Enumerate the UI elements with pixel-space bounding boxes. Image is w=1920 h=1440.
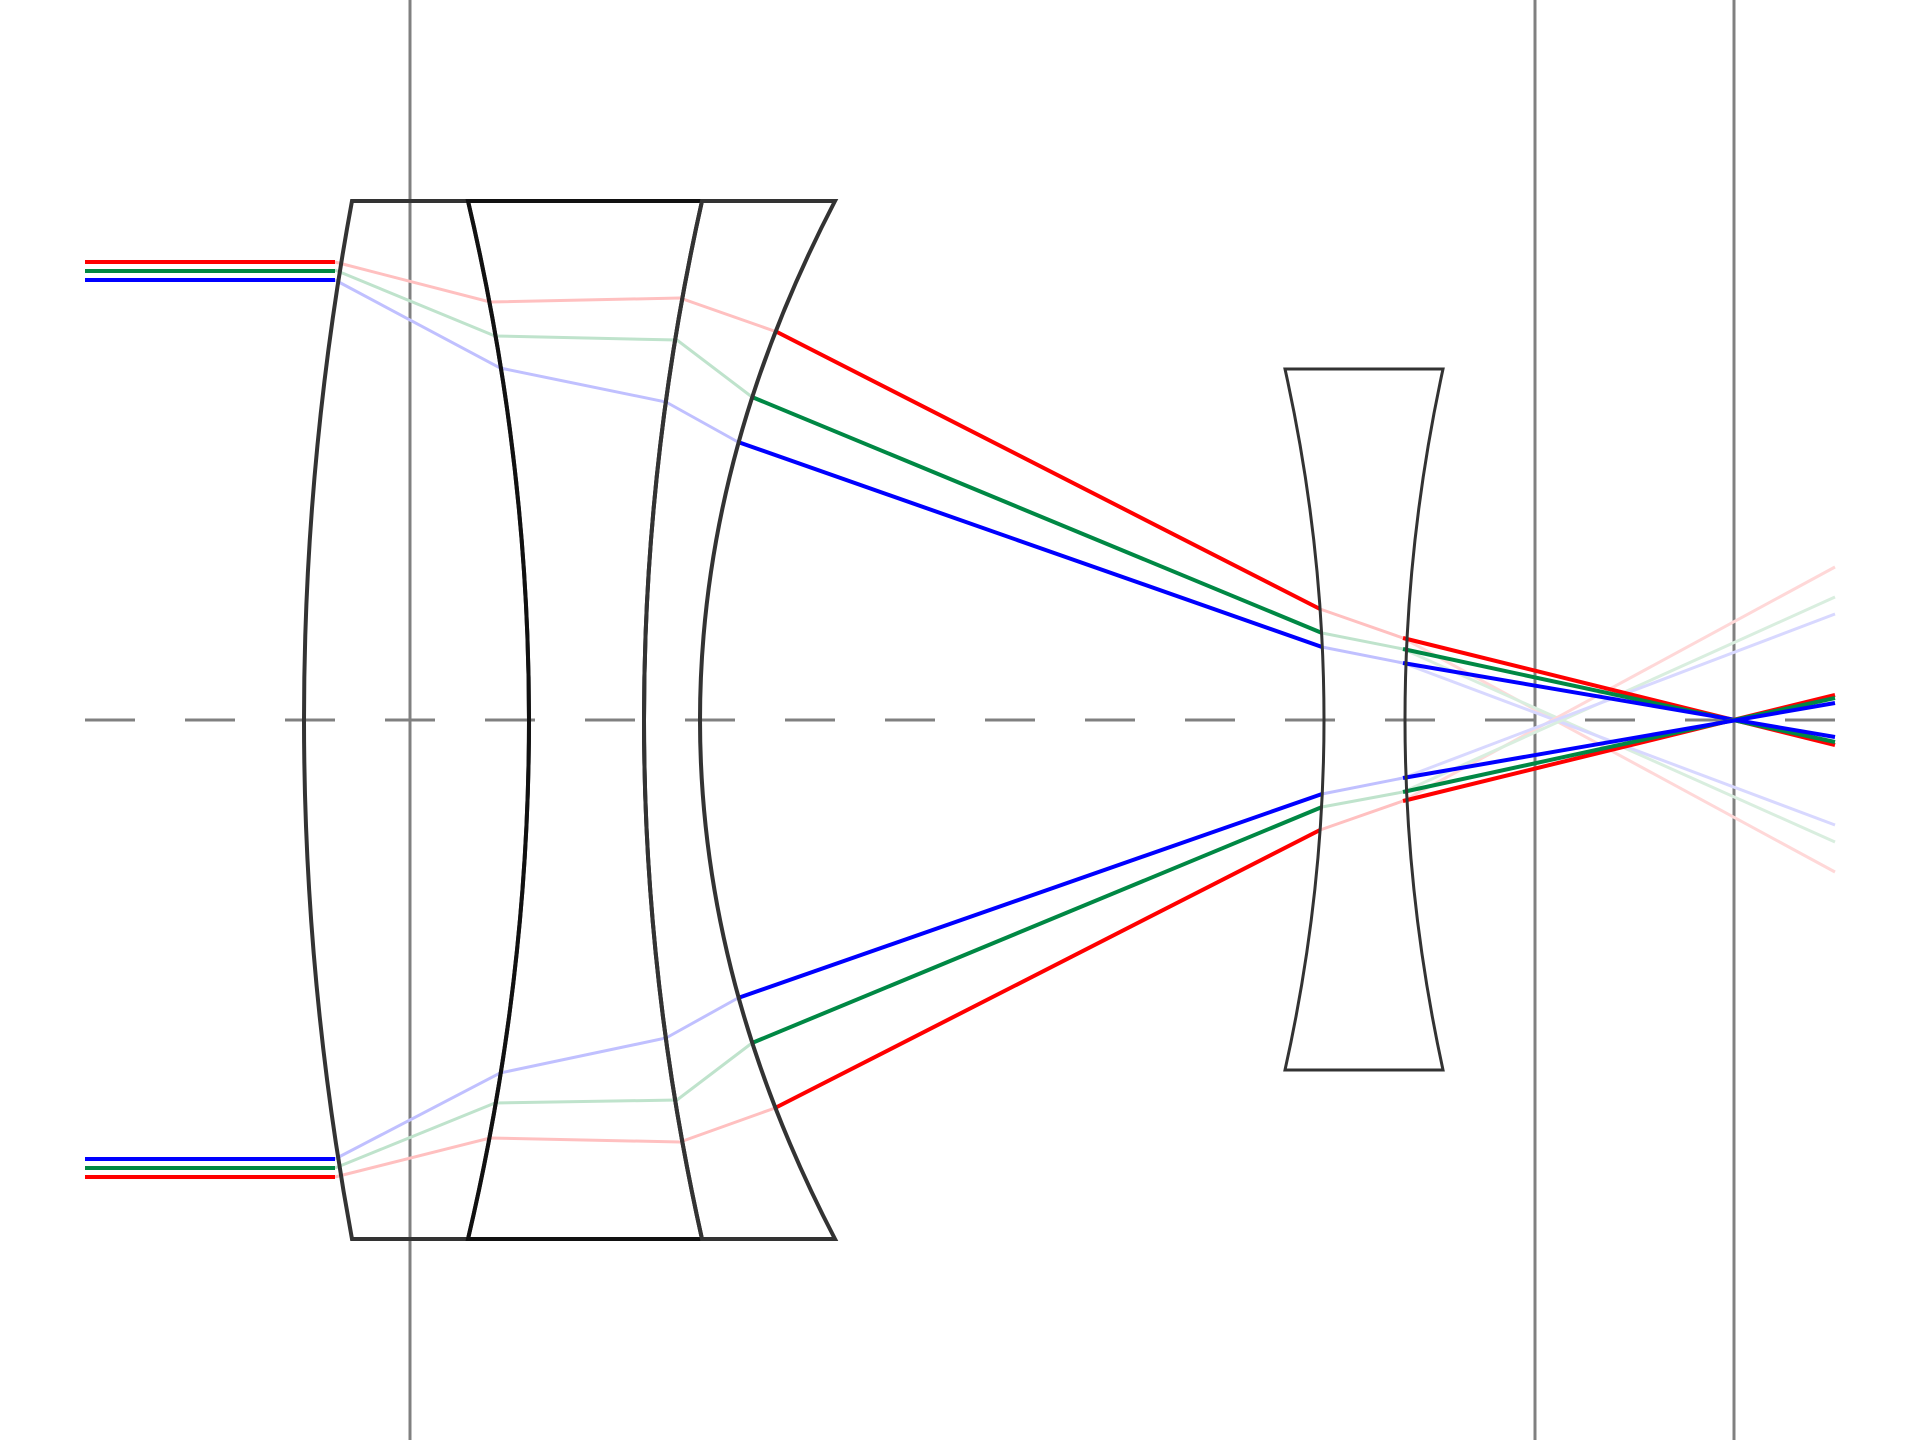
lens-group-front [302, 199, 839, 1241]
converging-rays [737, 330, 1323, 1110]
rear-negative-lens [1283, 367, 1445, 1072]
upper-internal-rays [334, 260, 778, 444]
rear-meniscus-lens [642, 199, 839, 1241]
lower-internal-rays [334, 996, 776, 1179]
final-rays [1402, 636, 1836, 803]
incoming-rays [85, 260, 335, 1179]
